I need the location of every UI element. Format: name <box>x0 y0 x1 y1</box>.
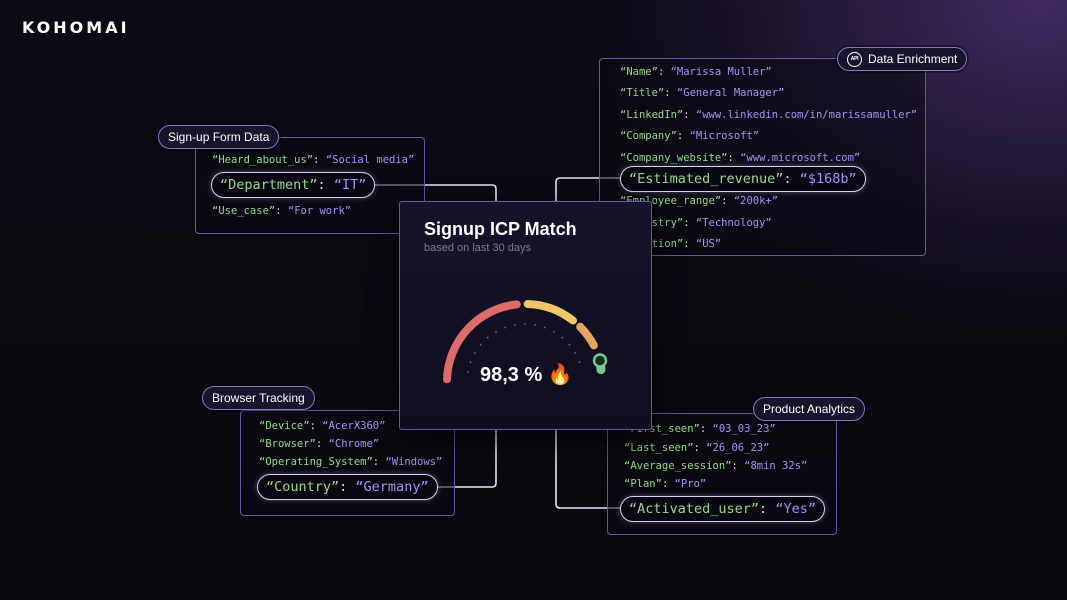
data-enrichment-card: “Name”: “Marissa Muller” “Title”: “Gener… <box>599 58 926 256</box>
gauge-tick <box>469 361 472 364</box>
gauge-tick <box>524 323 526 325</box>
list-item: “Title”: “General Manager” <box>620 87 785 99</box>
product-analytics-label: Product Analytics <box>753 397 866 421</box>
highlight-department: “Department”: “IT” <box>211 172 376 198</box>
icp-gauge <box>443 300 608 384</box>
browser-tracking-label: Browser Tracking <box>202 386 315 410</box>
highlight-country: “Country”: “Germany” <box>257 474 438 500</box>
icp-match-subtitle: based on last 30 days <box>424 242 532 254</box>
gauge-tick <box>473 352 476 354</box>
list-item: “Plan”: “Pro” <box>624 478 707 490</box>
highlight-estimated-revenue: “Estimated_revenue”: “$168b” <box>620 166 866 192</box>
gauge-tick <box>561 336 564 339</box>
gauge-tick <box>467 371 469 373</box>
icp-match-title: Signup ICP Match <box>424 219 577 239</box>
gauge-tick <box>479 343 482 346</box>
list-item: “Average_session”: “8min 32s” <box>624 460 808 472</box>
gauge-tick <box>534 324 536 326</box>
gauge-tick <box>578 361 581 364</box>
list-item: “Last_seen”: “26_06_23” <box>624 442 770 454</box>
list-item: “Use_case”: “For work” <box>212 205 352 217</box>
gauge-tick <box>514 324 516 326</box>
api-icon: API <box>847 52 862 68</box>
gauge-tick <box>543 326 546 329</box>
gauge-tick <box>495 330 497 333</box>
gauge-tick <box>568 343 571 346</box>
list-item: “Browser”: “Chrome” <box>259 438 380 450</box>
connector-data-enrichment <box>555 177 620 203</box>
icp-match-value: 98,3 % 🔥 <box>480 364 573 386</box>
gauge-tick <box>553 330 555 333</box>
list-item: “Company”: “Microsoft” <box>620 130 760 142</box>
icp-match-card: Signup ICP Match based on last 30 days 9… <box>399 201 652 430</box>
gauge-segment-orange <box>576 322 598 350</box>
list-item: “Device”: “AcerX360” <box>259 420 386 432</box>
gauge-indicator <box>592 353 608 368</box>
list-item: “Heard_about_us”: “Social media” <box>212 154 415 166</box>
connector-product-analytics <box>555 428 620 509</box>
connector-browser-tracking <box>435 428 497 488</box>
list-item: “LinkedIn”: “www.linkedin.com/in/marissa… <box>620 109 918 121</box>
list-item: “Company_website”: “www.microsoft.com” <box>620 152 861 164</box>
brand-logo: KOHOMAI <box>22 18 130 37</box>
list-item: “Name”: “Marissa Muller” <box>620 66 772 78</box>
highlight-activated-user: “Activated_user”: “Yes” <box>620 496 825 522</box>
gauge-segment-yellow <box>523 300 577 325</box>
signup-form-label: Sign-up Form Data <box>158 125 280 149</box>
gauge-tick <box>504 326 507 329</box>
list-item: “Operating_System”: “Windows” <box>259 456 443 468</box>
gauge-segment-red <box>443 300 521 384</box>
gauge-tick <box>574 352 577 354</box>
gauge-tick <box>486 336 489 339</box>
connector-signup-form <box>368 184 497 203</box>
